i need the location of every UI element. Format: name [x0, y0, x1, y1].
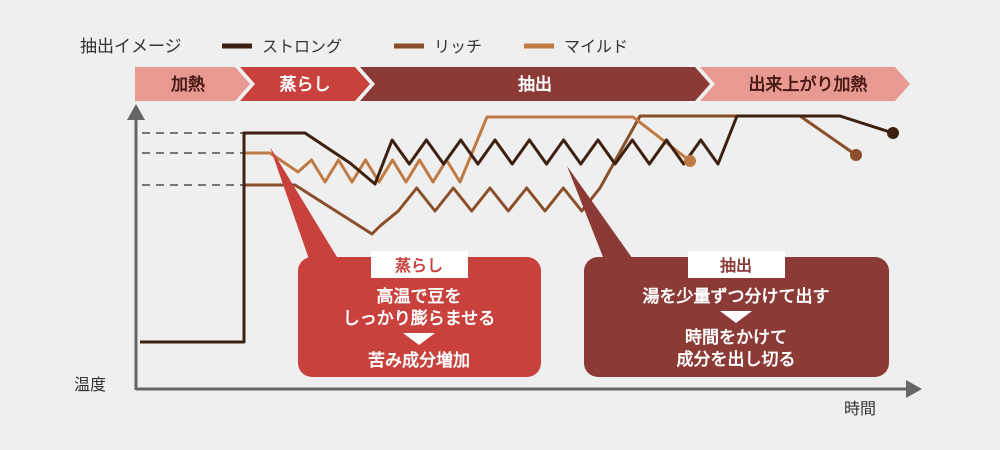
axes: 温度 時間	[74, 104, 922, 418]
series-end-rich	[850, 149, 862, 161]
callout-steaming-line1: 高温で豆を	[377, 286, 462, 307]
chart-title: 抽出イメージ	[80, 37, 182, 57]
phase-heating	[135, 67, 250, 101]
phase-extraction	[360, 67, 710, 101]
series-line-mild	[244, 115, 691, 184]
callout-extraction-line3: 成分を出し切る	[677, 349, 796, 370]
callout-steaming-result: 苦み成分増加	[368, 350, 470, 371]
phase-steaming	[240, 67, 370, 101]
callout-steaming-down-arrow	[403, 333, 435, 345]
series-lines	[140, 114, 899, 344]
callout-steaming-line2: しっかり膨らませる	[343, 308, 496, 329]
callout-extraction-pointer	[567, 166, 635, 262]
phase-label-finish-heating: 出来上がり加熱	[749, 74, 868, 95]
callout-steaming: 蒸らし 高温で豆を しっかり膨らませる 苦み成分増加	[270, 147, 541, 377]
callout-extraction-line2: 時間をかけて	[685, 327, 787, 348]
series-line-rich	[244, 114, 857, 236]
x-axis-label: 時間	[844, 399, 876, 418]
legend-label-strong: ストロング	[262, 37, 342, 56]
legend-label-rich: リッチ	[434, 37, 482, 56]
legend-label-mild: マイルド	[564, 37, 628, 56]
callout-steaming-pointer	[270, 147, 340, 262]
phase-finish-heating	[700, 67, 910, 101]
phase-label-extraction: 抽出	[518, 74, 552, 95]
phase-label-steaming: 蒸らし	[280, 75, 331, 95]
legend: ストロング リッチ マイルド	[222, 37, 628, 56]
callout-extraction: 抽出 湯を少量ずつ分けて出す 時間をかけて 成分を出し切る	[567, 166, 889, 377]
callout-extraction-title: 抽出	[720, 256, 752, 275]
callout-steaming-title-box	[371, 251, 468, 278]
phase-label-heating: 加熱	[170, 74, 205, 95]
callout-extraction-line1: 湯を少量ずつ分けて出す	[643, 286, 830, 307]
callout-steaming-title: 蒸らし	[395, 256, 443, 275]
phase-band: 加熱 蒸らし 抽出 出来上がり加熱	[135, 67, 910, 101]
y-axis-arrow	[127, 104, 145, 120]
reference-lines	[142, 132, 244, 186]
callout-extraction-down-arrow	[720, 311, 752, 323]
series-end-strong	[887, 127, 899, 139]
callout-steaming-box	[298, 257, 541, 377]
series-end-mild	[684, 155, 696, 167]
x-axis-arrow	[906, 380, 922, 398]
callout-extraction-title-box	[688, 251, 785, 278]
y-axis-label: 温度	[74, 375, 106, 394]
